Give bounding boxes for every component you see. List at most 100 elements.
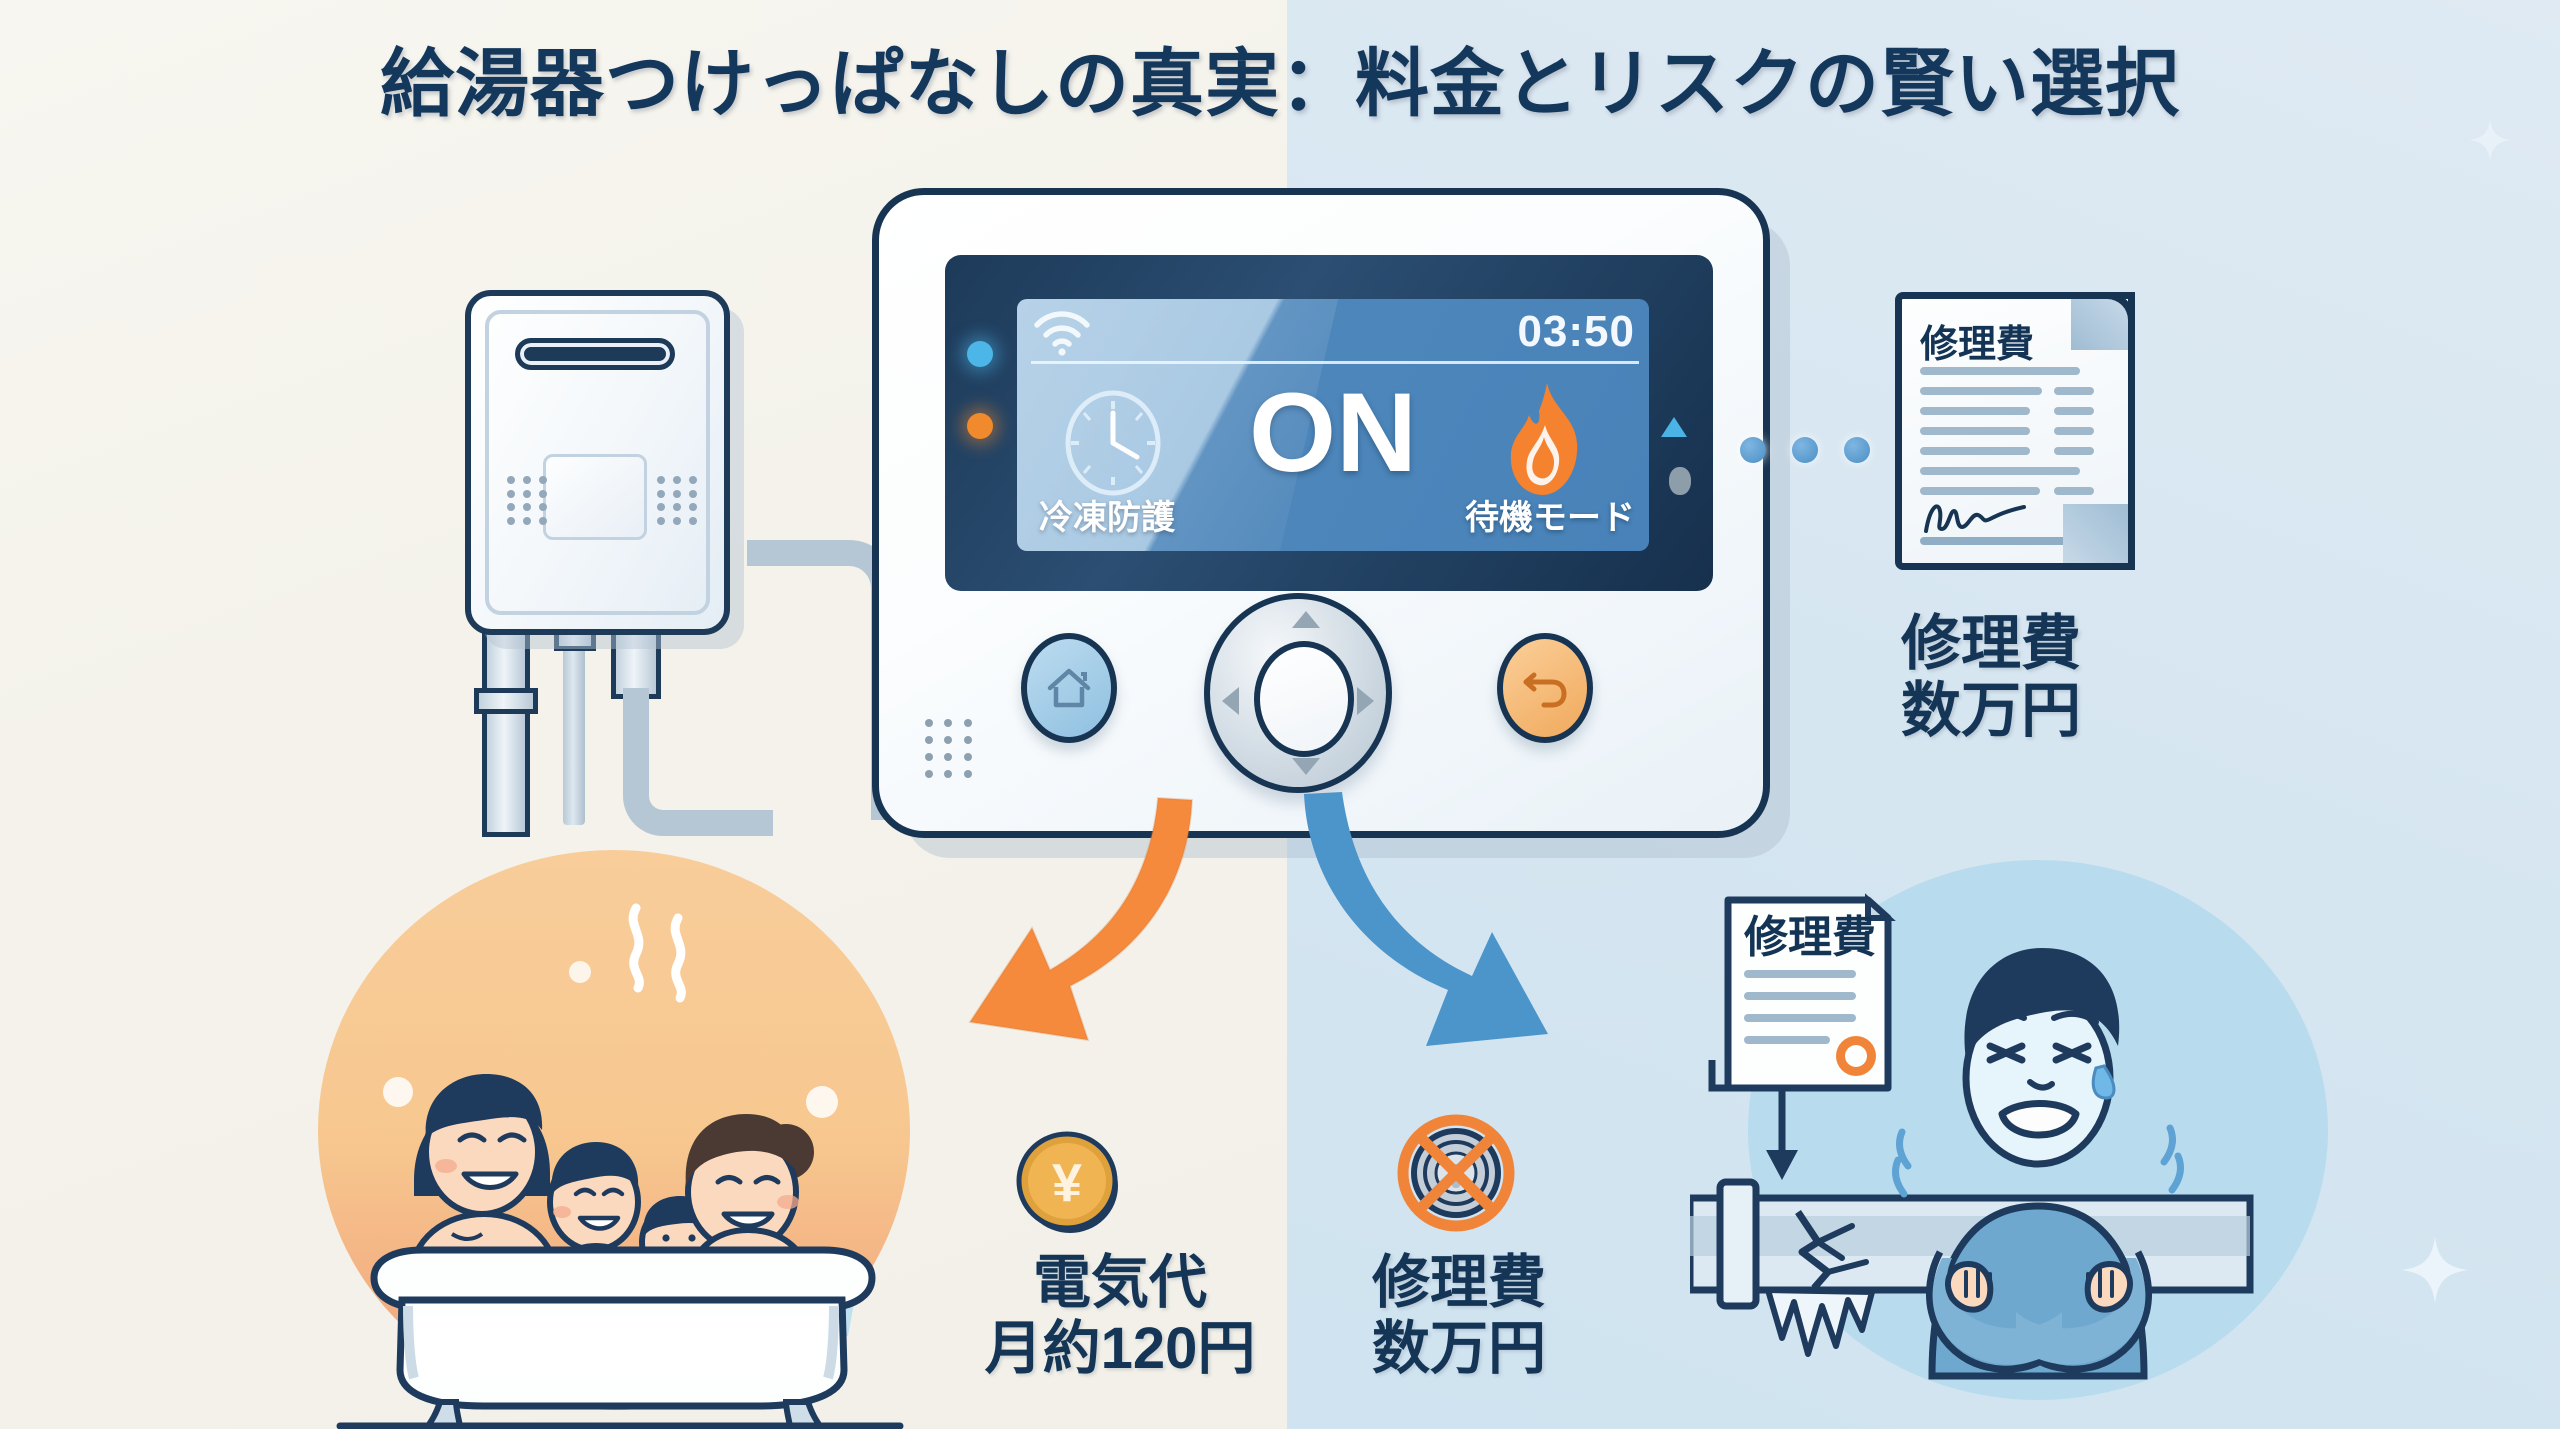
display-status-on: ON (1249, 370, 1417, 495)
svg-text:¥: ¥ (1052, 1153, 1082, 1213)
doc-line (1920, 427, 2030, 435)
heater-body (465, 290, 730, 635)
no-valve-prohibited-icon (1397, 1114, 1515, 1232)
side-oval-button[interactable] (1669, 467, 1691, 495)
tub-foot (782, 1399, 826, 1429)
sparkle-icon (2468, 118, 2512, 162)
controller-display: 03:50 ON (1017, 299, 1649, 551)
doc-line (1920, 387, 2042, 395)
wifi-icon (1034, 311, 1090, 356)
heater-pipe-b (563, 625, 585, 825)
hand-right (2084, 1260, 2133, 1313)
arm-right (2016, 1250, 2153, 1373)
doc-line (1920, 447, 2030, 455)
back-button[interactable] (1497, 633, 1593, 743)
dotted-connector (1740, 437, 1870, 463)
eye-right-closed (2052, 1042, 2092, 1064)
mouth (1998, 1100, 2080, 1139)
bubble (569, 961, 591, 983)
heater-vent (515, 338, 675, 370)
led-blue-indicator (967, 341, 993, 367)
connector-dot (1740, 437, 1766, 463)
repair-cost-document: 修理費 (1895, 292, 2135, 570)
doc-line (1920, 467, 2080, 475)
eye-left-closed (1986, 1042, 2026, 1064)
repair-cost-caption: 修理費 数万円 (1901, 610, 2081, 745)
doc-line (1920, 407, 2030, 415)
heater-grille-right (657, 476, 701, 526)
arrow-down-to-pipe (1766, 1150, 1798, 1180)
hair (1964, 948, 2120, 1060)
speaker-grille (925, 719, 977, 781)
blue-arrow-to-risk (1304, 792, 1548, 1046)
family-bath-scene (336, 903, 904, 1429)
sparkle-icon (2401, 1236, 2469, 1304)
hand-left (1945, 1260, 1994, 1313)
doc-line (2054, 427, 2094, 435)
led-orange-indicator (967, 413, 993, 439)
doc-line (1920, 367, 2080, 375)
pipe-flange (1716, 1178, 1760, 1310)
display-label-freeze-protection: 冷凍防護 (1039, 499, 1175, 537)
electricity-cost-caption: 電気代 月約120円 (984, 1250, 1256, 1382)
doc-signature-line (1920, 537, 2088, 545)
shiver-lines (2160, 1124, 2184, 1194)
dpad-up-arrow[interactable] (1292, 611, 1320, 628)
dpad-right-arrow[interactable] (1357, 687, 1374, 715)
heater-front-panel (543, 454, 647, 540)
orange-arrow-to-bath (968, 796, 1194, 1042)
document-fold-top-right (2071, 292, 2135, 350)
flame-icon (1510, 383, 1578, 495)
display-divider (1031, 361, 1639, 364)
document-title-small: 修理費 (1744, 913, 1876, 962)
water-heater-unit (455, 280, 897, 837)
frozen-pipe-risk-scene: 修理費 (1690, 893, 2254, 1380)
display-clock: 03:50 (1517, 307, 1635, 356)
doc-line (2054, 447, 2094, 455)
bubble (806, 1086, 838, 1118)
heater-grille-left (507, 476, 551, 526)
dpad-center-button[interactable] (1254, 641, 1354, 757)
document-title: 修理費 (1920, 324, 2035, 366)
yen-coin-icon: ¥ (1016, 1131, 1118, 1233)
water-heater-controller[interactable]: 03:50 ON (872, 188, 1770, 838)
dpad-left-arrow[interactable] (1222, 687, 1239, 715)
heater-pipe-main (482, 625, 530, 837)
dpad-down-arrow[interactable] (1292, 758, 1320, 775)
doc-line (2054, 487, 2094, 495)
shiver-lines (1892, 1128, 1912, 1198)
connector-dot (1844, 437, 1870, 463)
doc-line (2054, 387, 2094, 395)
nose (2027, 1079, 2055, 1091)
steam-icon (670, 913, 686, 1003)
connector-dot (1792, 437, 1818, 463)
repair-cost-caption-center: 修理費 数万円 (1372, 1250, 1547, 1382)
bathtub (336, 1246, 904, 1429)
controller-screen-bezel: 03:50 ON (945, 255, 1713, 591)
heater-inner-frame (485, 310, 710, 615)
signature-icon (1924, 504, 2026, 533)
clock-icon (1065, 390, 1161, 496)
repair-cost-document-small: 修理費 (1708, 893, 1896, 1180)
side-up-triangle-button[interactable] (1661, 417, 1687, 437)
home-button[interactable] (1021, 633, 1117, 743)
doc-line (2054, 407, 2094, 415)
person-shivering (1892, 948, 2184, 1380)
sweat-drop (2091, 1064, 2116, 1100)
display-label-standby-mode: 待機モード (1465, 499, 1635, 537)
brow-right (2051, 1010, 2099, 1025)
brow-left (1979, 1010, 2027, 1025)
dpad[interactable] (1204, 593, 1392, 793)
page-title: 給湯器つけっぱなしの真実：料金とリスクの賢い選択 (380, 42, 2180, 125)
document-fold-bottom-right (2063, 504, 2135, 570)
tub-foot (422, 1399, 464, 1429)
doc-line (1920, 487, 2040, 495)
repair-cost-document-group: 修理費 修理費 数万円 (1895, 292, 2315, 752)
steam-icon (628, 903, 644, 993)
heater-pipe-coupler (474, 688, 538, 714)
pipe-crack (1795, 1210, 1832, 1291)
home-icon (1047, 668, 1091, 708)
back-arrow-icon (1523, 672, 1567, 708)
bubble (383, 1077, 413, 1107)
